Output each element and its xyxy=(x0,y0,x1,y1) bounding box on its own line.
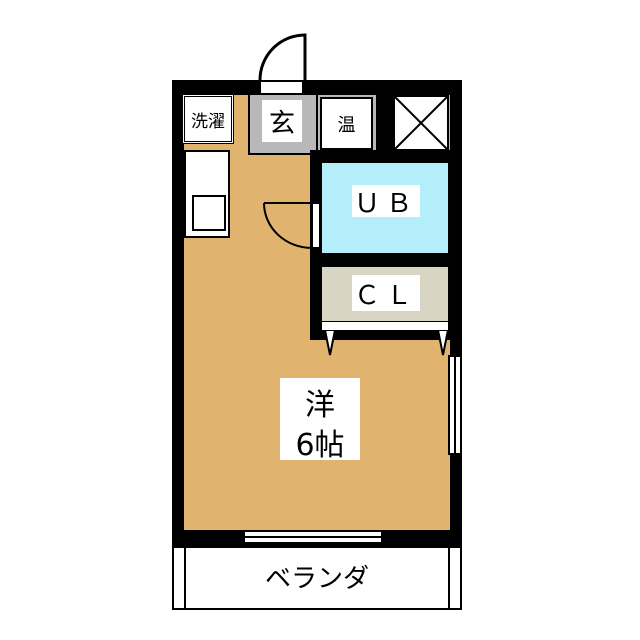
entrance-label: 玄 xyxy=(262,100,302,142)
balcony xyxy=(172,546,462,610)
water-heater-label: 温 xyxy=(320,97,373,150)
sink-icon xyxy=(192,195,226,231)
closet-door[interactable] xyxy=(322,322,448,330)
closet-door-icon xyxy=(323,330,450,356)
washer-space: 洗濯 xyxy=(182,94,234,144)
side-window xyxy=(448,355,462,455)
bath-door-arc-icon xyxy=(263,202,313,249)
balcony-label: ベランダ xyxy=(264,564,369,594)
western-room-size: 6帖 xyxy=(295,428,345,463)
entrance-door-icon xyxy=(258,33,307,81)
western-room-label: 洋 xyxy=(305,388,335,423)
closet-label: ＣＬ xyxy=(352,275,420,311)
balcony-window xyxy=(243,530,383,544)
pipe-space-icon xyxy=(393,95,449,151)
entrance-door[interactable] xyxy=(259,80,304,95)
bath-door[interactable] xyxy=(312,203,320,248)
kitchen-counter xyxy=(184,150,230,238)
unit-bath-label: ＵＢ xyxy=(352,185,420,219)
